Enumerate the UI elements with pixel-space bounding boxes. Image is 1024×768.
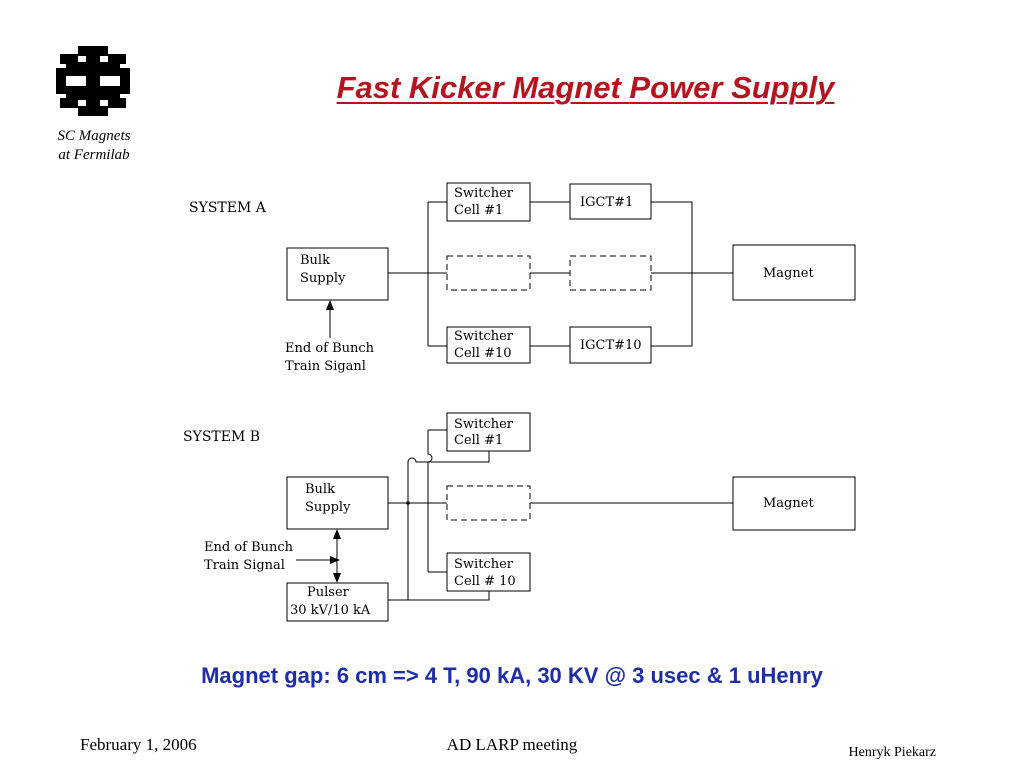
system-b-bulk-supply-line-2: Supply xyxy=(305,500,351,515)
logo-caption-line-2: at Fermilab xyxy=(58,147,130,163)
system-a-bulk-supply-line-2: Supply xyxy=(300,271,346,286)
system-b-switcher-bottom-line-1: Switcher xyxy=(454,557,514,572)
system-b-arrowhead-down xyxy=(333,573,341,583)
system-a-signal-line-1: End of Bunch xyxy=(285,341,375,356)
system-a-switcher-top-line-1: Switcher xyxy=(454,186,514,201)
system-a-igct-top-label: IGCT#1 xyxy=(580,195,633,210)
system-b-label: SYSTEM B xyxy=(183,429,260,445)
magnet-spec-summary: Magnet gap: 6 cm => 4 T, 90 kA, 30 KV @ … xyxy=(201,663,823,688)
slide-title: Fast Kicker Magnet Power Supply xyxy=(336,70,835,105)
circuit-diagram: SYSTEM A Bulk Supply End of Bunch Train … xyxy=(183,182,856,622)
system-a-bulk-supply-box xyxy=(286,247,389,301)
system-a-igct-mid-box xyxy=(569,255,652,291)
fermilab-logo xyxy=(56,46,130,116)
system-b-signal-line-1: End of Bunch xyxy=(204,540,294,555)
system-b-signal-line-2: Train Signal xyxy=(204,558,285,573)
system-b-bulk-supply-line-1: Bulk xyxy=(305,482,335,497)
system-b-arrowhead-up xyxy=(333,529,341,539)
system-b-arrowhead-right xyxy=(330,556,340,564)
system-a-wiring xyxy=(388,201,733,347)
system-a-switcher-bottom-box xyxy=(446,326,531,364)
system-b-switcher-mid-box xyxy=(446,485,531,521)
system-a-igct-bottom-label: IGCT#10 xyxy=(580,338,642,353)
logo-caption-line-1: SC Magnets xyxy=(57,128,131,144)
system-b-junction-dot xyxy=(406,501,410,505)
system-a-signal-line-2: Train Siganl xyxy=(285,359,366,374)
system-b-switcher-top-line-1: Switcher xyxy=(454,417,514,432)
system-a-label: SYSTEM A xyxy=(189,200,267,216)
system-b-switcher-bottom-line-2: Cell # 10 xyxy=(454,574,516,589)
footer-meeting: AD LARP meeting xyxy=(446,735,578,754)
system-a-switcher-top-line-2: Cell #1 xyxy=(454,203,503,218)
system-b-pulser-box xyxy=(286,582,389,622)
logo-caption: SC Magnets at Fermilab xyxy=(44,127,144,165)
system-b-wiring xyxy=(388,429,733,601)
system-a-signal-arrowhead xyxy=(326,300,334,310)
system-a-igct-bottom-box xyxy=(569,326,652,364)
system-a-switcher-bottom-line-1: Switcher xyxy=(454,329,514,344)
system-b-pulser-line-2: 30 kV/10 kA xyxy=(290,603,371,618)
system-a-bulk-supply-line-1: Bulk xyxy=(300,253,330,268)
footer-author: Henryk Piekarz xyxy=(848,745,936,760)
system-a-switcher-bottom-line-2: Cell #10 xyxy=(454,346,512,361)
system-a-magnet-label: Magnet xyxy=(763,266,814,281)
system-b-pulser-line-1: Pulser xyxy=(307,585,350,600)
footer-date: February 1, 2006 xyxy=(80,735,197,754)
system-a-switcher-mid-box xyxy=(446,255,531,291)
system-b-switcher-top-line-2: Cell #1 xyxy=(454,433,503,448)
system-b-magnet-label: Magnet xyxy=(763,496,814,511)
